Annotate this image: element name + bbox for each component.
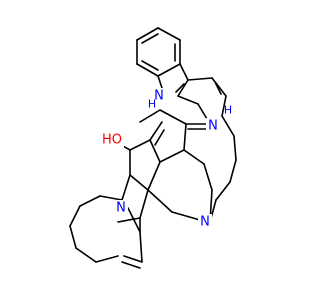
atom-label-bg (100, 132, 124, 148)
bond (187, 77, 213, 81)
bond (177, 79, 189, 97)
bond (175, 83, 185, 93)
bond (183, 123, 187, 151)
bond (221, 95, 227, 117)
bond (149, 121, 163, 141)
bond (154, 129, 165, 146)
bond (171, 211, 201, 221)
bond (127, 207, 141, 233)
bond (129, 174, 149, 191)
atom-label-bg (114, 200, 128, 216)
bond (69, 205, 81, 227)
bond (75, 247, 97, 263)
bond (147, 161, 161, 191)
bond (147, 189, 173, 213)
bond (117, 217, 141, 223)
atom-label-bg (152, 88, 166, 104)
indole-nitrogen-label: N (154, 89, 164, 104)
bond (69, 225, 77, 249)
upper-ring-hydrogen-label: H (224, 104, 232, 117)
molecule-figure: N H N H HO N N (69, 27, 237, 269)
lower-ring-nitrogen-label: N (200, 215, 210, 230)
bond (149, 139, 161, 163)
atom-label-bg (206, 118, 220, 134)
bond (214, 81, 222, 95)
atom-label-bg (198, 214, 212, 230)
bond (183, 149, 205, 165)
upper-ring-nitrogen-label: N (208, 119, 218, 134)
bond (136, 27, 159, 41)
bond (179, 63, 189, 81)
bond (177, 95, 199, 105)
atom-labels: N H N H HO N N (100, 88, 232, 230)
bond (203, 163, 213, 191)
bond (159, 149, 185, 163)
bond (129, 139, 151, 151)
molecule-structure: N H N H HO N N (69, 27, 237, 269)
indole-hydrogen-label: H (148, 98, 156, 111)
bond (136, 63, 159, 77)
bond (99, 195, 123, 201)
bond (139, 231, 143, 263)
hydroxyl-label: HO (102, 133, 122, 148)
bond (233, 135, 237, 161)
bond (139, 109, 161, 123)
bond (157, 63, 181, 77)
bond (95, 255, 119, 263)
bond (121, 261, 141, 269)
left-ring-nitrogen-label: N (116, 201, 126, 216)
bond (215, 181, 231, 201)
bond (141, 33, 159, 44)
bond (211, 77, 227, 97)
bond (123, 255, 143, 263)
bond (79, 195, 101, 207)
bond (139, 189, 149, 219)
bond (121, 174, 131, 201)
bond-lines (69, 27, 237, 269)
bond (157, 27, 181, 41)
bond (229, 159, 237, 183)
bond (159, 109, 187, 125)
bond (221, 115, 235, 137)
bond (141, 60, 159, 71)
